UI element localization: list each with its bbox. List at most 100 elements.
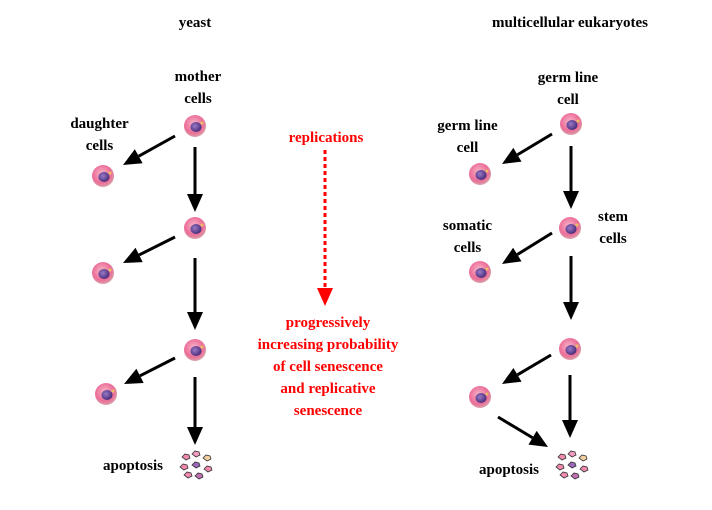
apoptotic-fragment (191, 450, 201, 458)
cell-nucleus (190, 122, 202, 132)
arrowhead (187, 312, 203, 330)
apoptotic-fragment (181, 453, 191, 461)
yeast-mother-cell-2 (184, 217, 206, 239)
cell-nucleus (566, 120, 578, 130)
cell-granule (108, 268, 112, 272)
cell-nucleus (565, 345, 577, 355)
multi-arrow-to-somatic (502, 231, 553, 264)
apoptotic-fragment (579, 465, 589, 473)
cell-granule (575, 223, 579, 227)
cell-granule (111, 389, 115, 393)
yeast-apoptosis-fragments (179, 450, 213, 480)
yeast-arrow-down-1 (187, 147, 203, 212)
apoptotic-fragment (191, 461, 201, 469)
yeast-daughter-cell-2 (92, 262, 114, 284)
replications-arrowhead (317, 288, 333, 306)
yeast-apoptosis-label: apoptosis (102, 458, 164, 474)
cell-nucleus (190, 224, 202, 234)
arrow-shaft (137, 134, 176, 158)
apoptotic-fragment (179, 463, 189, 471)
yeast-daughter-cell-3 (95, 383, 117, 405)
multi-arrow-to-somatic-later (502, 353, 552, 384)
multicellular-apoptosis-label: apoptosis (478, 462, 540, 478)
stem-cell-later (559, 338, 581, 360)
stem-cell (559, 217, 581, 239)
arrowhead (502, 247, 522, 264)
germ-line-cell-top (560, 113, 582, 135)
stem-cells-label: stem cells (598, 209, 628, 247)
cell-granule (485, 267, 489, 271)
arrow-shaft (497, 415, 534, 440)
yeast-mother-cell-3 (184, 339, 206, 361)
multi-arrow-somatic-to-apoptosis (497, 415, 548, 447)
arrow-shaft (516, 353, 552, 377)
yeast-daughter-cell-1 (92, 165, 114, 187)
arrowhead (502, 147, 522, 164)
multi-arrow-to-germ-line (502, 132, 553, 164)
somatic-cell (469, 261, 491, 283)
germ-line-left-label: germ line cell (437, 118, 498, 156)
germ-line-top-label: germ line cell (537, 70, 599, 108)
cell-nucleus (98, 269, 110, 279)
replications-label: replications (288, 130, 364, 146)
yeast-arrow-down-3 (187, 377, 203, 445)
arrowhead (562, 420, 578, 438)
multi-arrow-down-1 (563, 146, 579, 209)
apoptotic-fragment (203, 465, 213, 473)
arrowhead (187, 194, 203, 212)
arrowhead (123, 247, 143, 263)
arrowhead (123, 149, 143, 165)
yeast-title: yeast (178, 15, 212, 31)
somatic-cell-later (469, 386, 491, 408)
multicellular-apoptosis-fragments (555, 450, 589, 480)
apoptotic-fragment (578, 454, 588, 462)
apoptotic-fragment (567, 461, 577, 469)
arrowhead (563, 191, 579, 209)
multi-arrow-down-3 (562, 375, 578, 438)
apoptotic-fragment (194, 472, 204, 480)
multi-arrow-down-2 (563, 256, 579, 320)
cell-granule (200, 345, 204, 349)
arrowhead (124, 368, 144, 384)
cell-nucleus (190, 346, 202, 356)
senescence-outcome-label: progressively increasing probability of … (257, 315, 399, 419)
arrow-shaft (516, 132, 553, 157)
yeast-arrow-to-daughter-2 (123, 235, 176, 263)
cell-granule (575, 344, 579, 348)
cell-nucleus (475, 393, 487, 403)
apoptotic-fragment (567, 450, 577, 458)
arrowhead (563, 302, 579, 320)
arrow-shaft (516, 231, 553, 256)
arrowhead (187, 427, 203, 445)
cell-granule (108, 171, 112, 175)
cell-granule (485, 169, 489, 173)
cell-nucleus (565, 224, 577, 234)
apoptotic-fragment (570, 472, 580, 480)
cell-nucleus (98, 172, 110, 182)
arrow-shaft (138, 235, 176, 257)
yeast-arrow-down-2 (187, 258, 203, 330)
arrowhead (502, 367, 522, 384)
germ-line-cell-left (469, 163, 491, 185)
replications-arrow (317, 150, 333, 306)
apoptotic-fragment (183, 471, 193, 479)
yeast-mother-cell-1 (184, 115, 206, 137)
apoptotic-fragment (555, 463, 565, 471)
daughter-cells-label: daughter cells (70, 116, 129, 154)
cell-nucleus (475, 268, 487, 278)
cell-granule (576, 119, 580, 123)
cell-nucleus (475, 170, 487, 180)
yeast-arrow-to-daughter-3 (124, 356, 176, 384)
somatic-cells-label: somatic cells (442, 218, 493, 256)
cell-granule (200, 223, 204, 227)
multicellular-title: multicellular eukaryotes (492, 15, 648, 31)
apoptotic-fragment (557, 453, 567, 461)
cell-granule (485, 392, 489, 396)
yeast-arrow-to-daughter-1 (123, 134, 176, 165)
cell-granule (200, 121, 204, 125)
arrowhead (528, 430, 548, 447)
apoptotic-fragment (202, 454, 212, 462)
apoptotic-fragment (559, 471, 569, 479)
